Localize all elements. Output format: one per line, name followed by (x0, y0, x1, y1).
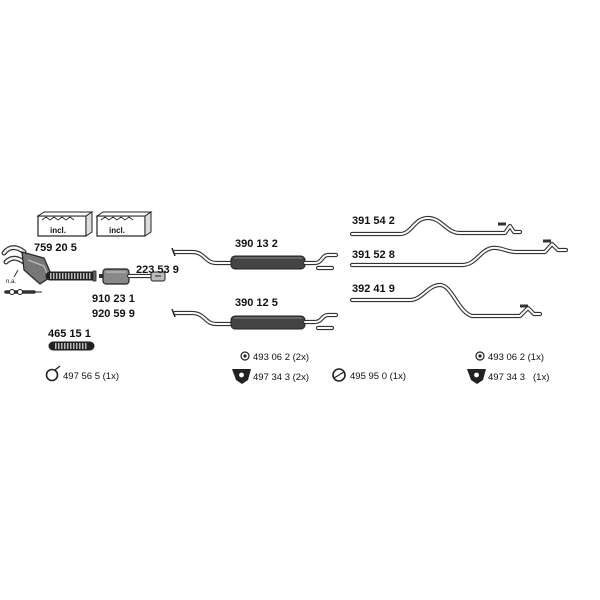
kit-box-1: incl. (36, 211, 94, 237)
middle-muffler-390-12 (171, 308, 339, 331)
accessory-495-95-0: 495 95 0 (1x) (350, 371, 406, 382)
part-number-catalyst-920: 920 59 9 (92, 308, 135, 320)
lambda-sensor (4, 289, 42, 295)
accessory-493-06-2-2x: 493 06 2 (2x) (253, 352, 309, 363)
middle-muffler-390-13 (171, 247, 339, 271)
part-number-muffler-390-13: 390 13 2 (235, 238, 278, 250)
rear-pipe-391-52 (349, 239, 569, 268)
gasket-ring-icon-right (475, 351, 485, 361)
accessory-497-56-5: 497 56 5 (1x) (63, 371, 119, 382)
catalyst-910 (99, 268, 153, 285)
front-pipe-assembly (1, 245, 97, 285)
kit-box-2: incl. (95, 211, 153, 237)
rear-pipe-391-54 (349, 215, 523, 237)
accessory-497-34-3-2x: 497 34 3 (2x) (253, 372, 309, 383)
kit-box-1-label: incl. (50, 226, 66, 235)
part-number-muffler-390-12: 390 12 5 (235, 297, 278, 309)
accessory-497-34-3-1x-qty: (1x) (533, 372, 549, 383)
kit-box-2-label: incl. (109, 226, 125, 235)
accessory-493-06-2-1x: 493 06 2 (1x) (488, 352, 544, 363)
part-number-rear-392-41: 392 41 9 (352, 283, 395, 295)
part-number-kit: 759 20 5 (34, 242, 77, 254)
rubber-mount-icon (232, 369, 251, 384)
part-number-rear-391-54: 391 54 2 (352, 215, 395, 227)
rubber-mount-icon-right (467, 369, 486, 384)
rear-pipe-392-41 (349, 282, 543, 319)
hanger-ring-icon (332, 368, 346, 382)
part-number-rear-391-52: 391 52 8 (352, 249, 395, 261)
pipe-piece-223 (150, 271, 166, 282)
part-number-pipe-465: 465 15 1 (48, 328, 91, 340)
not-available-label: n.a. (6, 279, 16, 285)
part-number-catalyst-910: 910 23 1 (92, 293, 135, 305)
gasket-front (92, 270, 97, 282)
gasket-ring-icon (240, 351, 250, 361)
part-number-pipe-223: 223 53 9 (136, 264, 179, 276)
na-arrow (13, 269, 19, 278)
accessory-497-34-3-1x: 497 34 3 (488, 372, 525, 383)
clamp-ring-icon (45, 365, 61, 382)
